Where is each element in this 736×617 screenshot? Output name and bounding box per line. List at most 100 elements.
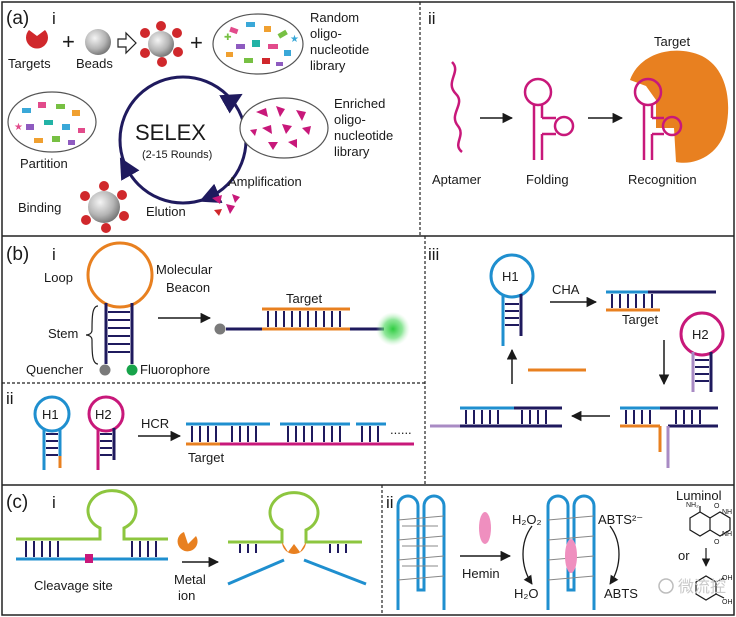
panel-a-i: (a) i Targets + Beads + [6,8,393,233]
cleavage-label: Cleavage site [34,578,113,593]
ellipsis: ...... [390,422,412,437]
h2-label-b-iii: H2 [692,327,709,342]
enriched-library-l4: library [334,144,370,159]
hcr-label: HCR [141,416,169,431]
cleaved-product [227,491,367,586]
random-library-l2: oligo- [310,26,342,41]
luminol-nh-1: NH [722,509,732,516]
fluorophore-dot [126,364,138,376]
random-library-l3: nucleotide [310,42,369,57]
panel-b-i: (b) i Loop Molecular Beacon Stem Quenche… [6,241,410,377]
luminol-structure [689,506,731,537]
abts-ox-label: ABTS [604,586,638,601]
random-library-l4: library [310,58,346,73]
aminophthalate-oh-2: OH [722,599,733,606]
amplification-label: Amplification [228,174,302,189]
h1-label-b-ii: H1 [42,407,59,422]
beacon-label-l2: Beacon [166,280,210,295]
plus-sign-2: + [190,30,203,55]
panel-c-ii: ii Hemin H₂O₂ H₂O ABTS²⁻ ABTS Luminol [386,488,733,610]
wechat-icon [658,578,674,594]
abts-reaction-arc [609,525,620,585]
beacon-loop [86,241,154,309]
panel-b-iii-roman: iii [428,245,439,264]
svg-text:✚: ✚ [224,32,232,42]
h2o2-label: H₂O₂ [512,512,542,527]
hemin-oval [479,512,491,544]
targets-label: Targets [8,56,51,71]
quencher-dot-open [214,323,226,335]
hollow-arrow-icon [117,31,137,55]
h1-target-duplex [606,290,716,312]
g4-hemin-complex [546,494,596,610]
enriched-library-l3: nucleotide [334,128,393,143]
hcr-polymer [186,422,414,446]
random-library-ellipse: ★ ✚ [212,13,304,75]
h2-hairpin-b-ii [87,395,125,470]
aminophthalate-oh-1: OH [722,575,733,582]
h1-hairpin-b-ii [33,395,71,470]
bead [85,29,111,55]
panel-a-ii-roman: ii [428,9,436,28]
folding-label: Folding [526,172,569,187]
bound-aptamer [633,77,683,160]
bead-with-targets [140,21,183,67]
enriched-library-l2: oligo- [334,112,366,127]
dnazyme-complex [16,489,168,563]
panel-a-label: (a) [6,8,29,29]
g-quadruplex [396,494,446,610]
cycle-arrow-1 [219,93,243,114]
luminol-nh-2: NH [722,531,732,538]
enriched-library-ellipse [239,97,329,159]
loop-label: Loop [44,270,73,285]
panel-c-label: (c) [6,492,28,513]
stem-brace [85,305,99,365]
panel-a-ii: ii Aptamer Folding Target [428,9,729,187]
luminol-label: Luminol [676,488,722,503]
cycle-arrow-2 [199,183,223,204]
panel-b-iii: iii H1 CHA Target [428,245,725,468]
metal-label-l2: ion [178,588,195,603]
plus-sign-1: + [62,29,75,54]
target-shape [26,30,49,49]
watermark: 微流控 [658,578,726,596]
panel-b-ii: ii H1 H2 HCR [6,389,414,470]
svg-text:★: ★ [14,122,23,133]
enriched-library-l1: Enriched [334,96,385,111]
h1-h2-duplex [430,406,562,428]
luminol-nh2: NH₂ [686,502,699,509]
stem-label: Stem [48,326,78,341]
beads-label: Beads [76,56,113,71]
target-label-a: Target [654,34,691,49]
quencher-dot [99,364,111,376]
elution-label: Elution [146,204,186,219]
watermark-text: 微流控 [678,578,726,596]
target-label-b-iii: Target [622,312,659,327]
recognition-label: Recognition [628,172,697,187]
panel-c-i-roman: i [52,493,56,512]
random-library-l1: Random [310,10,359,25]
abts-red-label: ABTS²⁻ [598,512,643,527]
panel-b-label: (b) [6,244,29,265]
beacon-stem [104,303,134,364]
panel-b-i-roman: i [52,245,56,264]
panel-c-ii-roman: ii [386,493,394,512]
binding-bead [80,181,129,233]
panel-b-ii-roman: ii [6,389,14,408]
metal-ion-icon [177,532,198,552]
h1-hairpin-b-iii [489,253,535,346]
three-way-complex [620,406,718,468]
h2o2-reaction-arc [522,525,533,585]
binding-label: Binding [18,200,61,215]
beacon-label-l1: Molecular [156,262,213,277]
or-label: or [678,548,690,563]
svg-text:★: ★ [290,34,299,45]
cycle-arrow-3 [119,157,140,181]
fluorescence-glow [376,312,410,346]
selex-rounds: (2-15 Rounds) [142,149,212,161]
hemin-label: Hemin [462,566,500,581]
h2-hairpin-b-iii [679,311,725,392]
target-blob [630,50,729,163]
quencher-label: Quencher [26,362,84,377]
